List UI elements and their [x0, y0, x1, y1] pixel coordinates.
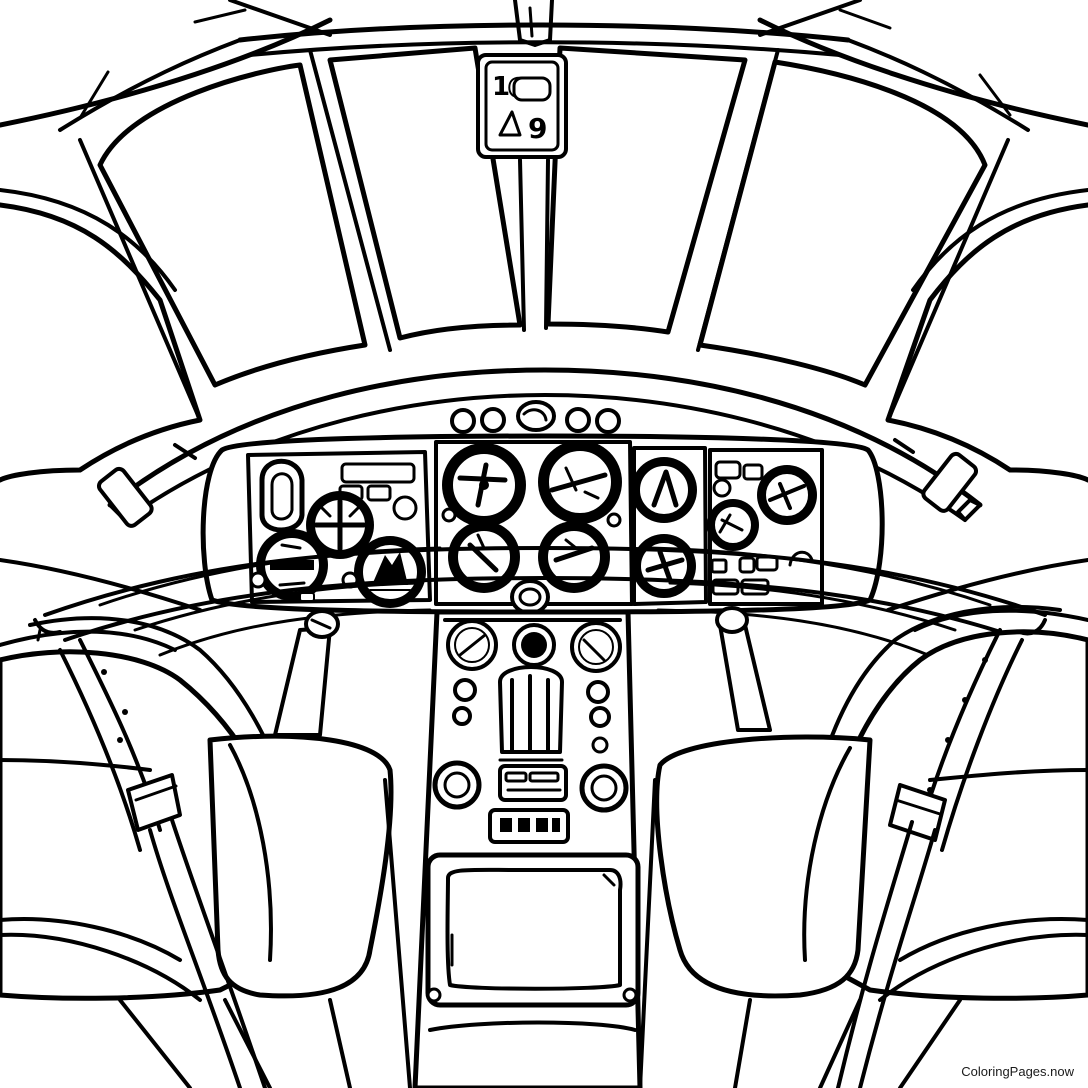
- left-gauge-cluster: [249, 458, 426, 608]
- side-consoles: [0, 558, 1088, 636]
- right-seat: [638, 604, 1088, 1088]
- right-gauge-cluster: [707, 460, 817, 596]
- canopy-frame: [0, 0, 1088, 483]
- center-pedestal: [412, 609, 643, 1088]
- left-control-column: [273, 609, 340, 737]
- left-seat: [0, 616, 412, 1088]
- svg-text:1: 1: [492, 72, 510, 102]
- overhead-display: 1 O 9: [476, 53, 568, 159]
- center-gauge-cluster: [441, 440, 622, 593]
- watermark-text: ColoringPages.now: [961, 1064, 1074, 1079]
- right-control-column: [715, 606, 772, 732]
- panel-center-knob: [510, 579, 550, 615]
- glareshield-knobs: [450, 400, 621, 434]
- svg-text:9: 9: [528, 112, 547, 145]
